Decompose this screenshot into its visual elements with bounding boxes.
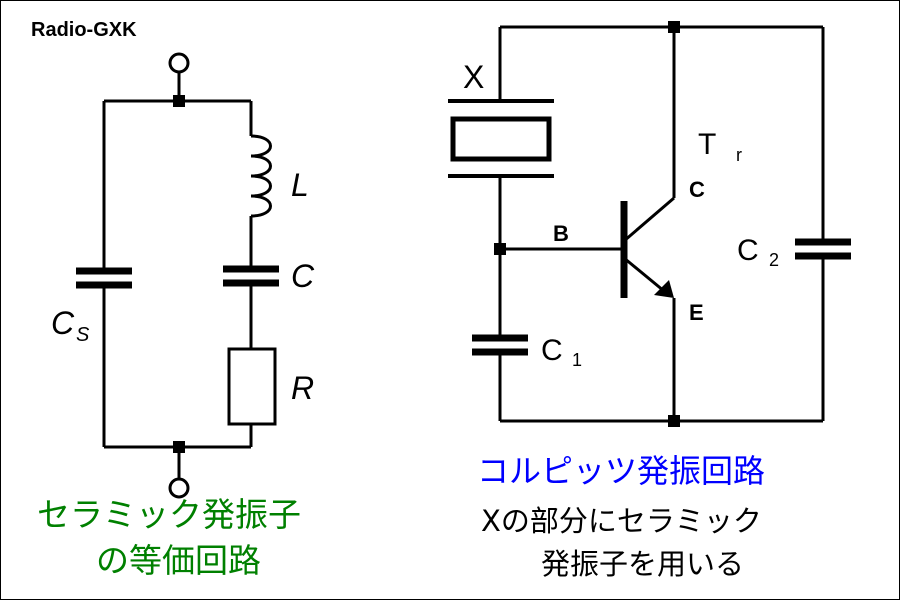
emitter-arrow: [654, 280, 674, 298]
transistor-emitter-lead: [623, 256, 665, 293]
collector-label: C: [689, 177, 705, 202]
capacitor-label: C: [291, 258, 315, 294]
inductor-label: L: [291, 167, 309, 203]
equivalent-caption-line2: の等価回路: [96, 541, 261, 580]
shunt-capacitor-label: C: [51, 305, 75, 341]
watermark: Radio-GXK: [31, 19, 137, 41]
colpitts-title: コルピッツ発振回路: [477, 452, 766, 490]
transistor-label-subscript: r: [736, 145, 742, 165]
transistor-label: T: [698, 128, 716, 161]
resistor-label: R: [291, 370, 314, 406]
colpitts-circuit: [448, 25, 851, 423]
emitter-junction-dot: [668, 415, 680, 427]
bottom-terminal: [168, 477, 190, 499]
c1-label: C: [541, 334, 563, 367]
collector-junction-dot: [668, 21, 680, 33]
crystal-body: [450, 116, 552, 162]
colpitts-note-line1: Xの部分にセラミック: [481, 504, 762, 538]
equivalent-caption-line1: セラミック発振子: [37, 495, 301, 534]
bottom-junction-dot: [173, 441, 185, 453]
emitter-label: E: [689, 300, 704, 325]
transistor-collector-lead: [623, 196, 675, 243]
c1-label-subscript: 1: [572, 350, 582, 370]
colpitts-note-line2: 発振子を用いる: [541, 547, 745, 581]
top-terminal: [168, 52, 190, 74]
crystal-label: X: [463, 59, 484, 95]
base-junction-dot: [494, 243, 506, 255]
base-label: B: [553, 221, 569, 246]
c2-label: C: [737, 234, 759, 267]
inductor-coil: [250, 134, 272, 218]
equivalent-circuit: [76, 52, 279, 499]
shunt-capacitor-subscript: S: [76, 324, 90, 346]
resistor: [227, 347, 277, 426]
top-junction-dot: [173, 95, 185, 107]
c2-label-subscript: 2: [769, 250, 779, 270]
